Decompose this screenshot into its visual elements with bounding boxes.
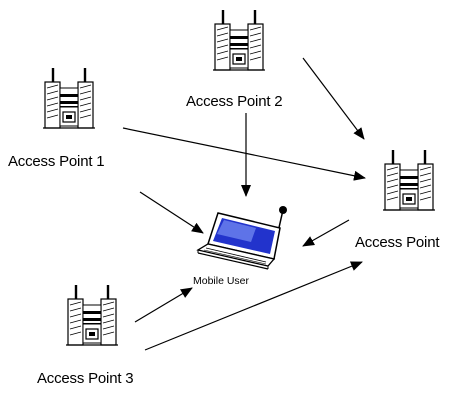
connection-arrow [144, 261, 363, 351]
connection-arrow [139, 191, 204, 234]
node-label-access-point-3: Access Point 3 [37, 370, 134, 387]
node-label-access-point: Access Point [355, 234, 440, 251]
node-label-mobile-user: Mobile User [193, 275, 250, 287]
connection-arrow [134, 287, 193, 323]
access-point-icon [64, 283, 120, 347]
connection-arrow [302, 219, 350, 247]
connection-arrow [122, 127, 366, 181]
node-label-access-point-1: Access Point 1 [8, 153, 105, 170]
connection-arrow [302, 57, 365, 140]
node-label-access-point-2: Access Point 2 [186, 93, 283, 110]
access-point-icon [381, 148, 437, 212]
access-point-icon [41, 66, 97, 130]
laptop-icon [196, 206, 287, 270]
diagram-edges [122, 57, 366, 351]
access-point-icon [211, 8, 267, 72]
